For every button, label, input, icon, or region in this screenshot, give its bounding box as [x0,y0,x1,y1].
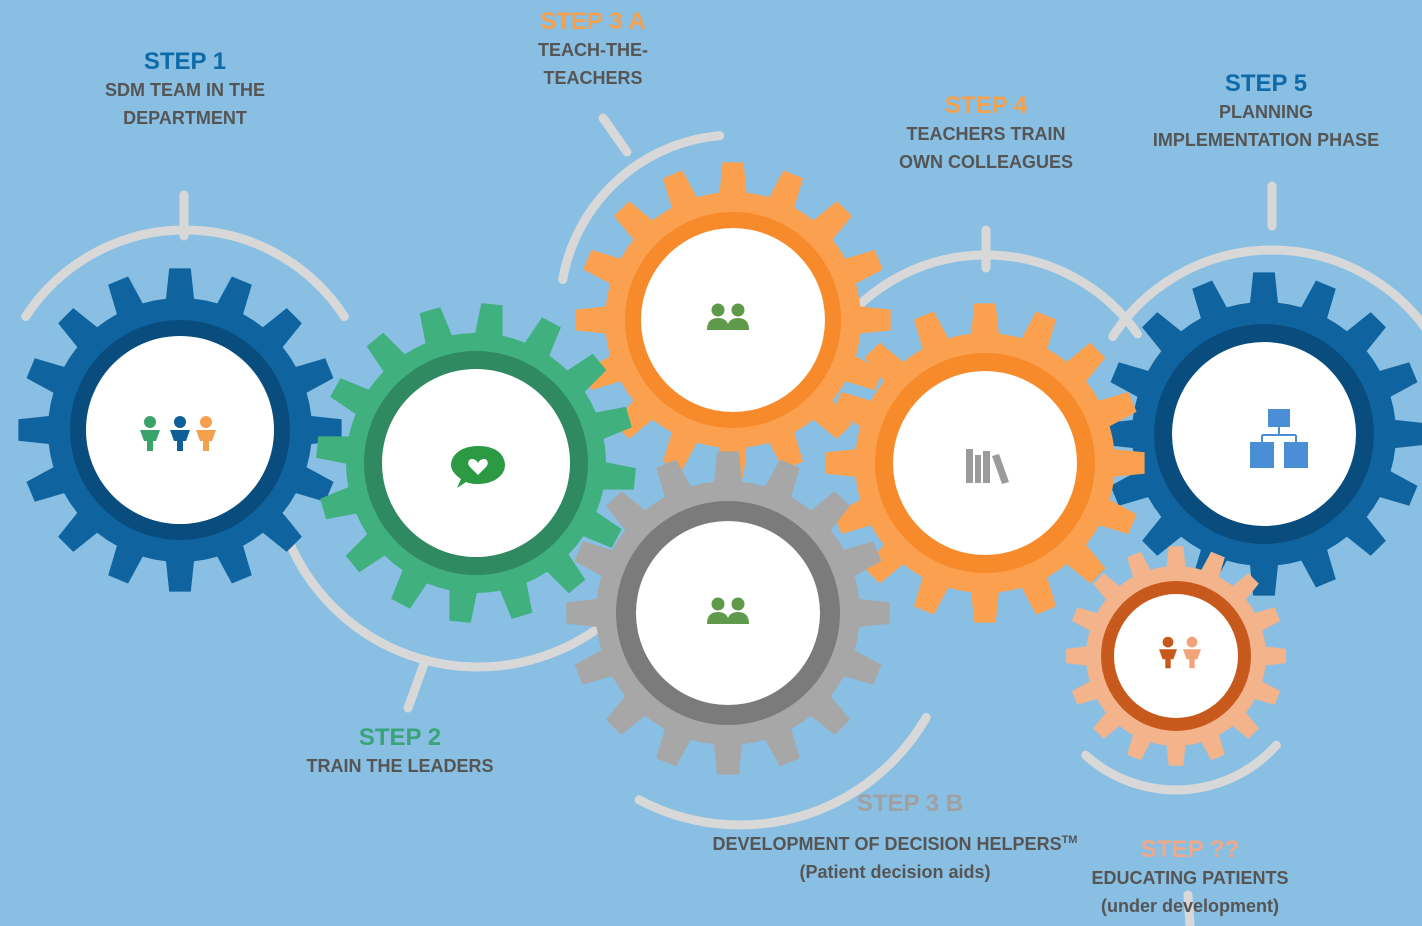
step1-label: STEP 1 SDM TEAM IN THE DEPARTMENT [70,48,300,132]
stepq-gear [1066,546,1286,766]
step5-desc-line2: IMPLEMENTATION PHASE [1152,130,1380,150]
step4-label: STEP 4 TEACHERS TRAIN OWN COLLEAGUES [870,92,1102,176]
stepq-desc-line2: (under development) [1100,896,1279,916]
two-people-icon [707,303,749,330]
step2-label: STEP 2 TRAIN THE LEADERS [284,724,516,780]
stepq-label: STEP ?? EDUCATING PATIENTS (under develo… [1070,836,1310,920]
step3a-label: STEP 3 A TEACH-THE- TEACHERS [480,8,706,92]
step3b-label: DEVELOPMENT OF DECISION HELPERSTM (Patie… [680,826,1110,886]
hierarchy-icon [1250,409,1308,468]
step5-arc [1108,245,1422,341]
step5-label: STEP 5 PLANNING IMPLEMENTATION PHASE [1128,70,1404,154]
step3b-desc-line2: (Patient decision aids) [799,862,991,882]
step3a-desc-line2: TEACHERS [543,68,643,88]
step4-desc-line1: TEACHERS TRAIN [906,124,1066,144]
books-icon [966,449,1009,484]
step2-stem [403,659,429,713]
step2-desc-line1: TRAIN THE LEADERS [306,756,494,776]
step1-desc-line2: DEPARTMENT [123,108,247,128]
stepq-arc [1081,740,1281,795]
step3b-title: STEP 3 B [856,790,964,817]
step3a-stem [598,113,632,157]
two-people-icon [707,597,749,624]
step3b-gear-hub [636,521,820,705]
step3b-arc [634,713,931,830]
step5-title: STEP 5 [1224,70,1308,97]
step2-arc [275,510,620,672]
step3b-desc-line1: DEVELOPMENT OF DECISION HELPERSTM [712,834,1078,854]
stepq-desc-line1: EDUCATING PATIENTS [1091,868,1289,888]
step2-title: STEP 2 [358,724,442,751]
stepq-title: STEP ?? [1140,836,1240,863]
step3b-title-box: STEP 3 B [840,790,980,818]
trademark-mark: TM [1061,834,1078,846]
step1-desc-line1: SDM TEAM IN THE [105,80,265,100]
step3a-title: STEP 3 A [540,8,646,35]
step4-title: STEP 4 [944,92,1028,119]
step3a-arc [558,131,725,285]
stepq-gear-hub [1114,594,1238,718]
step1-title: STEP 1 [143,48,227,75]
speech-heart-icon [451,446,505,488]
step3a-desc-line1: TEACH-THE- [538,40,648,60]
stepq-stem [1183,890,1195,926]
step4-desc-line2: OWN COLLEAGUES [899,152,1073,172]
step5-desc-line1: PLANNING [1219,102,1313,122]
step3b-gear [566,451,890,775]
team-people-icon [140,416,216,451]
two-people-icon [1159,636,1201,669]
